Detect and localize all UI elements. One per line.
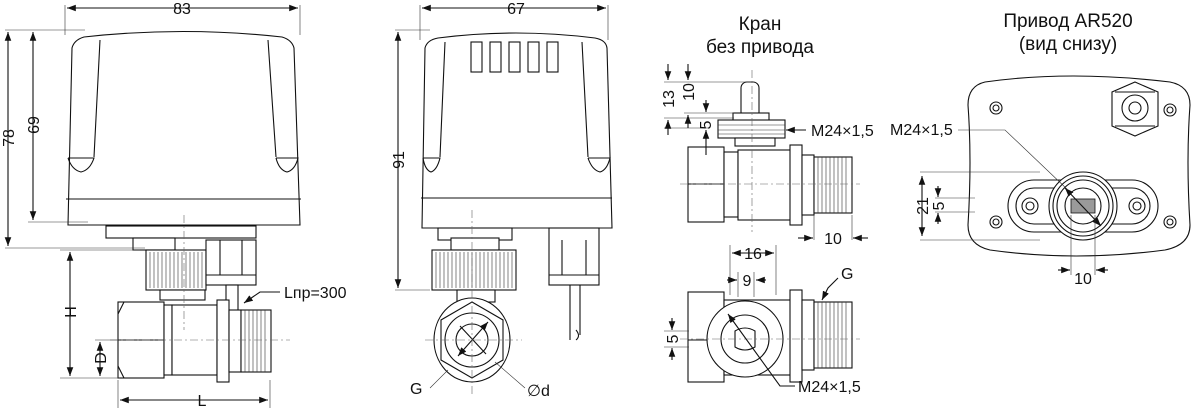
thread-g-label-top: G: [841, 266, 853, 283]
front-view-valve-with-actuator: 67 91 G ∅d: [391, 1, 613, 400]
actuator-title-line2: (вид снизу): [1019, 34, 1117, 55]
dim-5: 5: [931, 201, 948, 210]
dim-10-side: 10: [824, 231, 842, 248]
actuator-housing-front: [421, 32, 613, 229]
valve-without-actuator: Кран без привода 13 10 5 M24×1,5 10: [661, 14, 874, 396]
dim-h: H: [63, 306, 80, 318]
thread-bottom-label: M24×1,5: [798, 379, 861, 396]
dim-13: 13: [661, 90, 678, 108]
dim-height-78: 78: [1, 129, 18, 147]
dim-l: L: [198, 393, 207, 408]
actuator-housing: [67, 30, 301, 226]
dim-height-91: 91: [391, 151, 408, 169]
screw-icons: [989, 101, 1177, 229]
cable-gland: [205, 239, 257, 286]
male-thread: [240, 309, 272, 373]
dim-21: 21: [915, 197, 932, 215]
thread-g-label: G: [410, 381, 422, 398]
dim-5-bottom: 5: [665, 334, 682, 343]
vent-slots: [470, 41, 559, 73]
actuator-title-line1: Привод AR520: [1003, 11, 1132, 32]
dim-d: D: [93, 352, 110, 364]
drive-square-socket: [1070, 198, 1096, 214]
valve-title-line1: Кран: [739, 14, 782, 35]
dim-9: 9: [743, 273, 752, 290]
m24-thread-collar: [717, 119, 786, 139]
cable-gland-hex: [1111, 81, 1159, 137]
dim-5-top: 5: [698, 120, 715, 129]
actuator-bottom-view: Привод AR520 (вид снизу) M24×1,5 2: [890, 11, 1191, 288]
dim-16: 16: [744, 246, 762, 263]
dim-10: 10: [1074, 271, 1092, 288]
valve-title-line2: без привода: [706, 37, 814, 58]
side-view-valve-with-actuator: 83 78 69 H D L Lпр=300: [1, 1, 347, 408]
dim-height-69: 69: [26, 116, 43, 134]
dim-width-67: 67: [507, 1, 525, 18]
dim-10-top: 10: [681, 83, 698, 101]
cable-length-label: Lпр=300: [284, 285, 347, 302]
dim-width-83: 83: [173, 1, 191, 18]
actuator-thread-label: M24×1,5: [890, 122, 953, 139]
thread-top-label: M24×1,5: [811, 123, 874, 140]
knurled-nut: [145, 249, 207, 291]
bore-diameter-label: ∅d: [527, 383, 550, 400]
